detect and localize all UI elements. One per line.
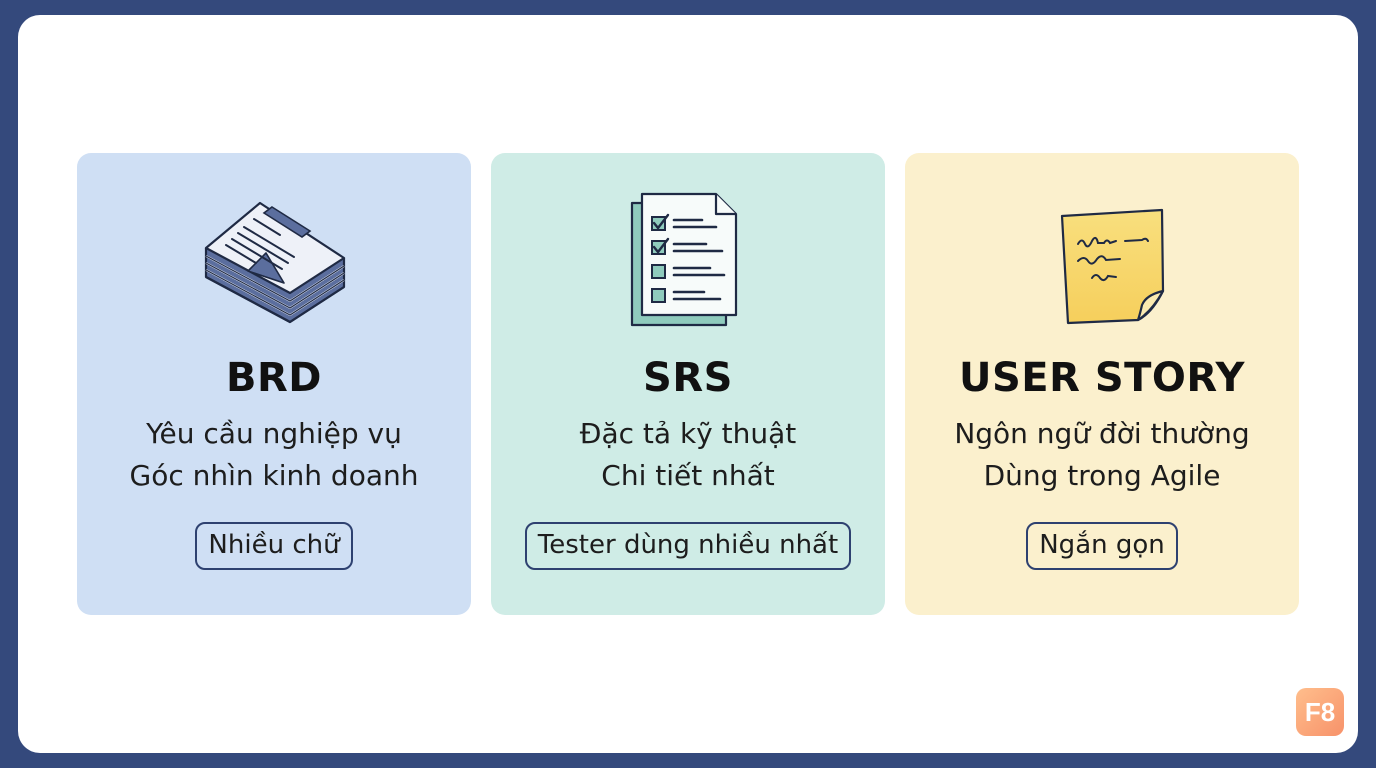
card-description-line: Chi tiết nhất — [601, 459, 775, 492]
card-tag-wrap: Ngắn gọn — [905, 522, 1299, 570]
card-tag: Nhiều chữ — [195, 522, 353, 570]
card-user-story: USER STORY Ngôn ngữ đời thường Dùng tron… — [905, 153, 1299, 615]
card-title: BRD — [226, 355, 322, 401]
checklist-document-icon — [598, 183, 778, 333]
card-brd: BRD Yêu cầu nghiệp vụ Góc nhìn kinh doan… — [77, 153, 471, 615]
card-srs: SRS Đặc tả kỹ thuật Chi tiết nhất Tester… — [491, 153, 885, 615]
card-tag: Tester dùng nhiều nhất — [524, 522, 852, 570]
slide-canvas: BRD Yêu cầu nghiệp vụ Góc nhìn kinh doan… — [18, 15, 1358, 753]
card-tag-wrap: Tester dùng nhiều nhất — [491, 522, 885, 570]
card-description-line: Đặc tả kỹ thuật — [579, 417, 797, 450]
card-description-line: Góc nhìn kinh doanh — [129, 459, 419, 492]
card-tag-wrap: Nhiều chữ — [77, 522, 471, 570]
card-title: USER STORY — [958, 355, 1245, 401]
card-description-line: Dùng trong Agile — [983, 459, 1221, 492]
document-stack-icon — [184, 183, 364, 333]
card-description-line: Ngôn ngữ đời thường — [954, 417, 1250, 450]
card-title: SRS — [643, 355, 733, 401]
card-description-line: Yêu cầu nghiệp vụ — [146, 417, 402, 450]
card-tag: Ngắn gọn — [1026, 522, 1178, 570]
sticky-note-icon — [1012, 183, 1192, 333]
f8-logo-icon: F8 — [1296, 688, 1344, 736]
